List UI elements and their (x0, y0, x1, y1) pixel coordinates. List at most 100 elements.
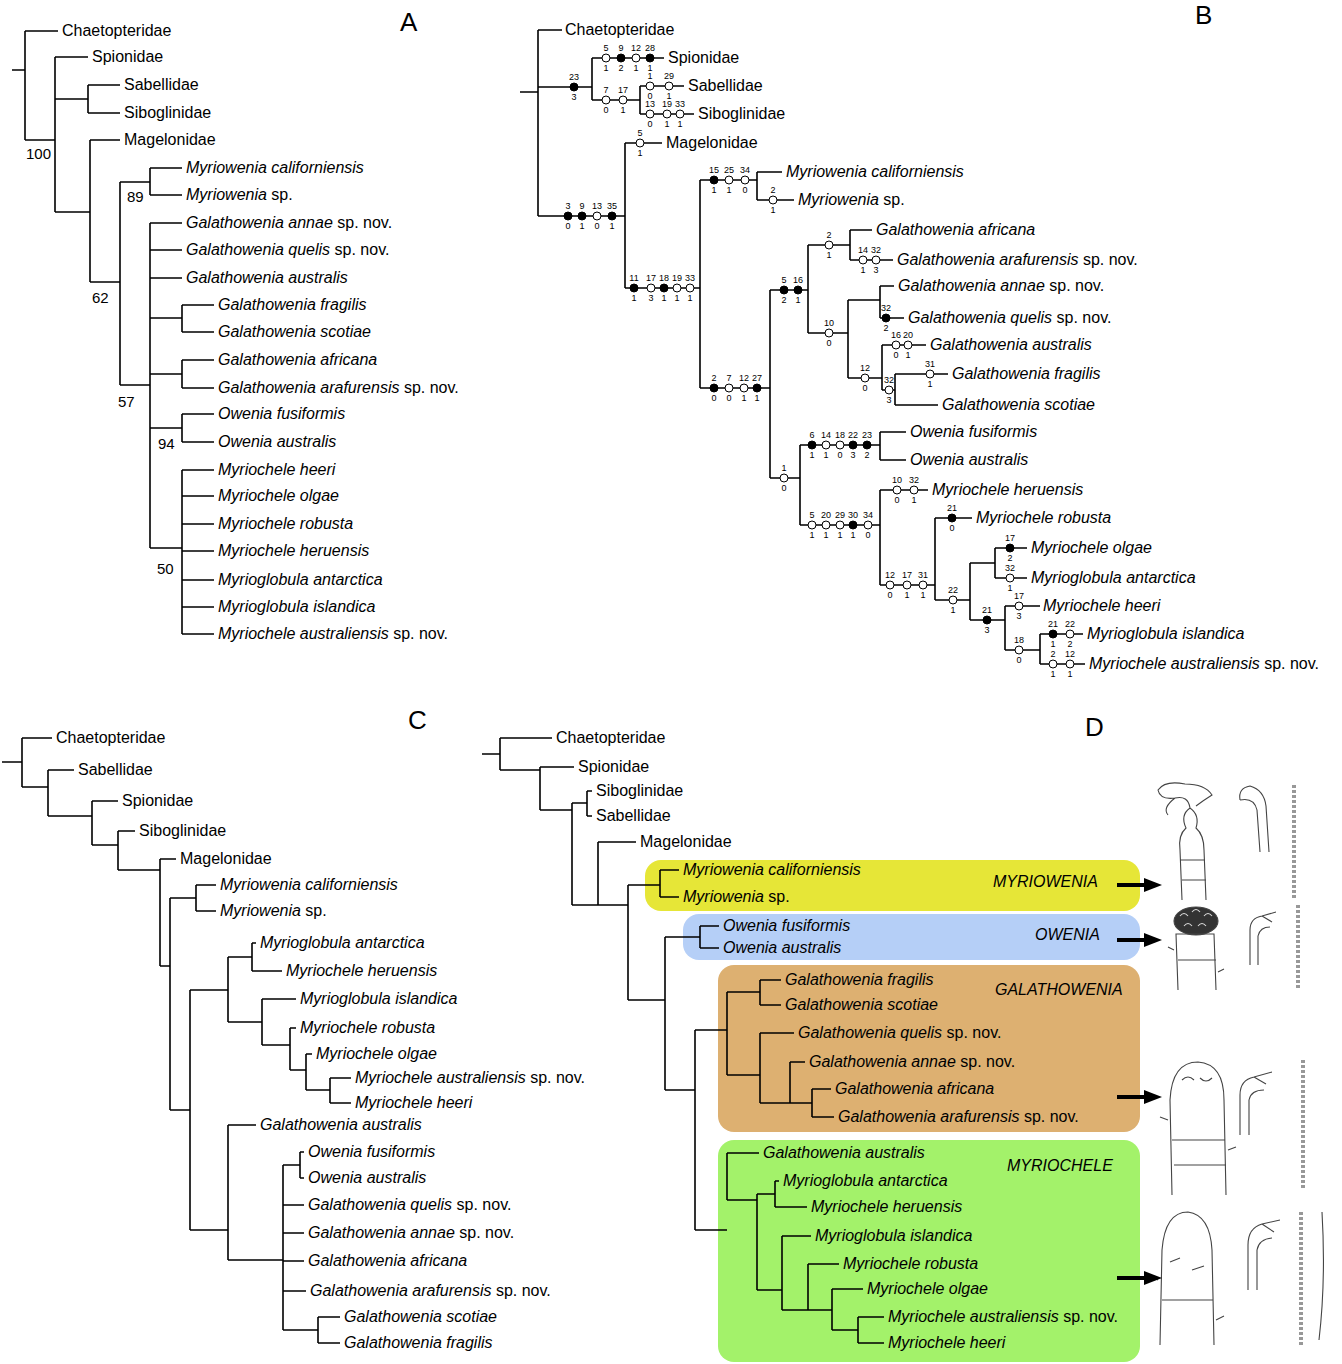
character-mark (836, 441, 844, 449)
character-number: 1 (770, 206, 775, 215)
taxon-label: Myriochele robusta (976, 510, 1111, 526)
character-mark (741, 176, 749, 184)
character-number: 2 (1050, 650, 1055, 659)
taxon-label: Galathowenia annae sp. nov. (809, 1054, 1015, 1070)
character-mark (849, 441, 857, 449)
character-number: 6 (809, 431, 814, 440)
character-number: 21 (982, 606, 992, 615)
taxon-label: Galathowenia africana (218, 352, 377, 368)
taxon-label: Magelonidae (666, 135, 758, 151)
character-mark (617, 54, 625, 62)
panel-letter: D (1085, 714, 1104, 740)
taxon-label: Galathowenia quelis sp. nov. (308, 1197, 511, 1213)
character-number: 32 (871, 246, 881, 255)
taxon-label: Owenia fusiformis (218, 406, 345, 422)
taxon-label: Myrioglobula antarctica (260, 935, 425, 951)
character-mark (646, 82, 654, 90)
taxon-label: Galathowenia quelis sp. nov. (186, 242, 389, 258)
taxon-label: Galathowenia quelis sp. nov. (798, 1025, 1001, 1041)
taxon-label: Spionidae (668, 50, 739, 66)
character-number: 20 (903, 331, 913, 340)
myriowenia-head (1158, 783, 1212, 900)
taxon-label: Galathowenia australis (763, 1145, 925, 1161)
character-mark (780, 286, 788, 294)
character-mark (983, 616, 991, 624)
myriochele-hook (1248, 1220, 1280, 1290)
character-number: 0 (862, 384, 867, 393)
clade-band: Galathowenia australisMyrioglobula antar… (718, 1140, 1140, 1362)
character-number: 16 (793, 276, 803, 285)
character-mark (864, 521, 872, 529)
character-mark (863, 441, 871, 449)
taxon-label: Myrioglobula antarctica (218, 572, 383, 588)
character-number: 32 (909, 476, 919, 485)
character-number: 1 (781, 464, 786, 473)
pointer-arrow (1144, 933, 1162, 947)
character-mark (710, 176, 718, 184)
character-number: 22 (848, 431, 858, 440)
pointer-arrow (1144, 1090, 1162, 1104)
character-number: 0 (893, 351, 898, 360)
taxon-label: Galathowenia africana (308, 1253, 467, 1269)
taxon-label: Myriochele heeri (355, 1095, 472, 1111)
character-mark (578, 212, 586, 220)
character-mark (885, 386, 893, 394)
character-number: 0 (894, 496, 899, 505)
character-mark (619, 96, 627, 104)
taxon-label: Galathowenia quelis sp. nov. (908, 310, 1111, 326)
taxon-label: Galathowenia australis (186, 270, 348, 286)
taxon-label: Galathowenia australis (930, 337, 1092, 353)
tree-d-branches (645, 860, 884, 911)
taxon-label: Galathowenia annae sp. nov. (186, 215, 392, 231)
character-mark (926, 370, 934, 378)
character-number: 2 (1067, 640, 1072, 649)
taxon-label: Magelonidae (180, 851, 272, 867)
taxon-label: Siboglinidae (596, 783, 683, 799)
taxon-label: Myriochele heruensis (811, 1199, 962, 1215)
character-number: 1 (579, 222, 584, 231)
character-number: 3 (1016, 612, 1021, 621)
character-number: 1 (1050, 640, 1055, 649)
character-number: 0 (865, 531, 870, 540)
taxon-label: Sabellidae (124, 77, 199, 93)
taxon-label: Siboglinidae (124, 105, 211, 121)
character-mark (825, 329, 833, 337)
character-number: 1 (674, 294, 679, 303)
taxon-label: Myrioglobula islandica (218, 599, 375, 615)
character-number: 0 (781, 484, 786, 493)
taxon-label: Myriochele heruensis (286, 963, 437, 979)
character-number: 0 (711, 394, 716, 403)
character-mark (910, 486, 918, 494)
character-number: 1 (647, 72, 652, 81)
taxon-label: Galathowenia arafurensis sp. nov. (838, 1109, 1079, 1125)
tree-d-branches (683, 914, 884, 960)
character-number: 19 (672, 274, 682, 283)
character-number: 0 (726, 394, 731, 403)
character-number: 0 (742, 186, 747, 195)
character-mark (1066, 630, 1074, 638)
taxon-label: Galathowenia africana (876, 222, 1035, 238)
clade-band: Owenia fusiformisOwenia australisOWENIA (683, 914, 1140, 960)
character-number: 1 (823, 531, 828, 540)
character-number: 29 (835, 511, 845, 520)
taxon-label: Galathowenia annae sp. nov. (898, 278, 1104, 294)
taxon-label: Myriowenia sp. (220, 903, 327, 919)
character-number: 18 (835, 431, 845, 440)
taxon-label: Owenia australis (910, 452, 1028, 468)
character-number: 1 (860, 266, 865, 275)
taxon-label: Myrioglobula islandica (300, 991, 457, 1007)
taxon-label: Owenia fusiformis (723, 918, 850, 934)
character-mark (647, 284, 655, 292)
character-number: 2 (781, 296, 786, 305)
character-mark (676, 110, 684, 118)
taxon-label: Myriochele heeri (1043, 598, 1160, 614)
character-mark (725, 176, 733, 184)
character-mark (794, 286, 802, 294)
character-number: 32 (1005, 564, 1015, 573)
character-number: 7 (603, 86, 608, 95)
character-number: 7 (726, 374, 731, 383)
character-mark (882, 314, 890, 322)
character-number: 14 (821, 431, 831, 440)
character-mark (822, 441, 830, 449)
